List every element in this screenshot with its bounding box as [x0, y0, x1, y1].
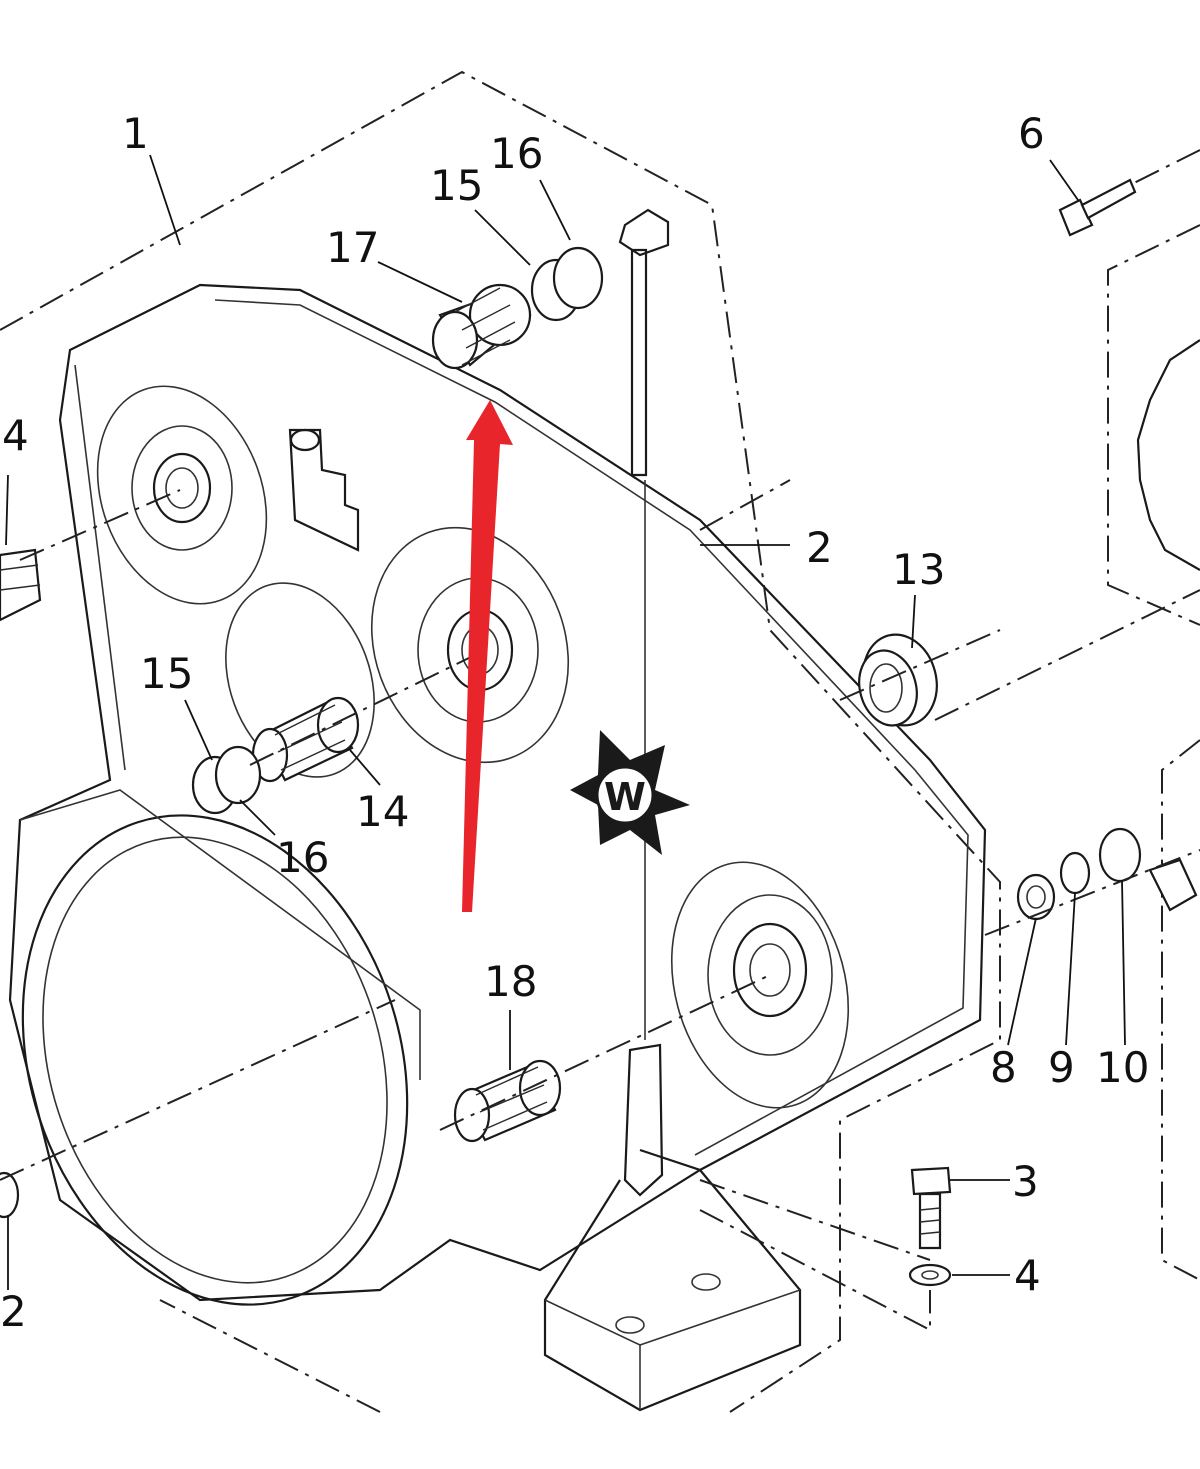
callout-15-mid: 15 — [140, 649, 193, 698]
roller-bearing-18 — [453, 1059, 562, 1143]
callout-4-right: 4 — [1014, 1251, 1041, 1300]
callout-1: 1 — [122, 109, 149, 158]
callout-17: 17 — [326, 223, 379, 272]
callout-2-left: 2 — [0, 1287, 27, 1336]
manufacturer-logo: W — [570, 730, 690, 855]
callout-6: 6 — [1018, 109, 1045, 158]
oil-seal-13 — [858, 633, 938, 727]
gearbox-housing — [8, 208, 987, 1412]
cap-screw-6 — [1058, 178, 1137, 237]
roller-bearing-4-left — [0, 548, 42, 622]
washer-4 — [908, 1263, 952, 1287]
callout-2-right: 2 — [806, 523, 833, 572]
callout-13: 13 — [892, 545, 945, 594]
callout-10: 10 — [1096, 1043, 1149, 1092]
snap-ring-16-top — [552, 246, 604, 310]
callouts: 1 2 2 3 4 4 6 8 9 10 13 14 15 15 16 16 1… — [0, 109, 1149, 1336]
ring-partial-left — [0, 1171, 20, 1219]
washer-9 — [1059, 851, 1091, 895]
callout-16-top: 16 — [490, 129, 543, 178]
bolt-3 — [910, 1166, 952, 1250]
nut-8 — [1016, 873, 1056, 921]
callout-8: 8 — [990, 1043, 1017, 1092]
callout-3: 3 — [1012, 1157, 1039, 1206]
logo-letter: W — [604, 775, 646, 819]
roller-bearing-14 — [251, 696, 360, 783]
leader-lines — [5, 154, 1126, 1290]
snap-ring-16-mid — [214, 745, 262, 805]
callout-15-top: 15 — [430, 161, 483, 210]
exploded-parts — [0, 178, 1200, 1287]
callout-9: 9 — [1048, 1043, 1075, 1092]
fitting-10 — [1098, 827, 1142, 883]
gear-partial — [1136, 339, 1200, 571]
alignment-lines — [0, 479, 1200, 1332]
callout-18: 18 — [484, 957, 537, 1006]
callout-16-mid: 16 — [276, 833, 329, 882]
callout-4-left: 4 — [2, 411, 29, 460]
callout-14: 14 — [356, 787, 409, 836]
indicator-arrow — [462, 400, 513, 912]
roller-bearing-17 — [431, 283, 532, 370]
